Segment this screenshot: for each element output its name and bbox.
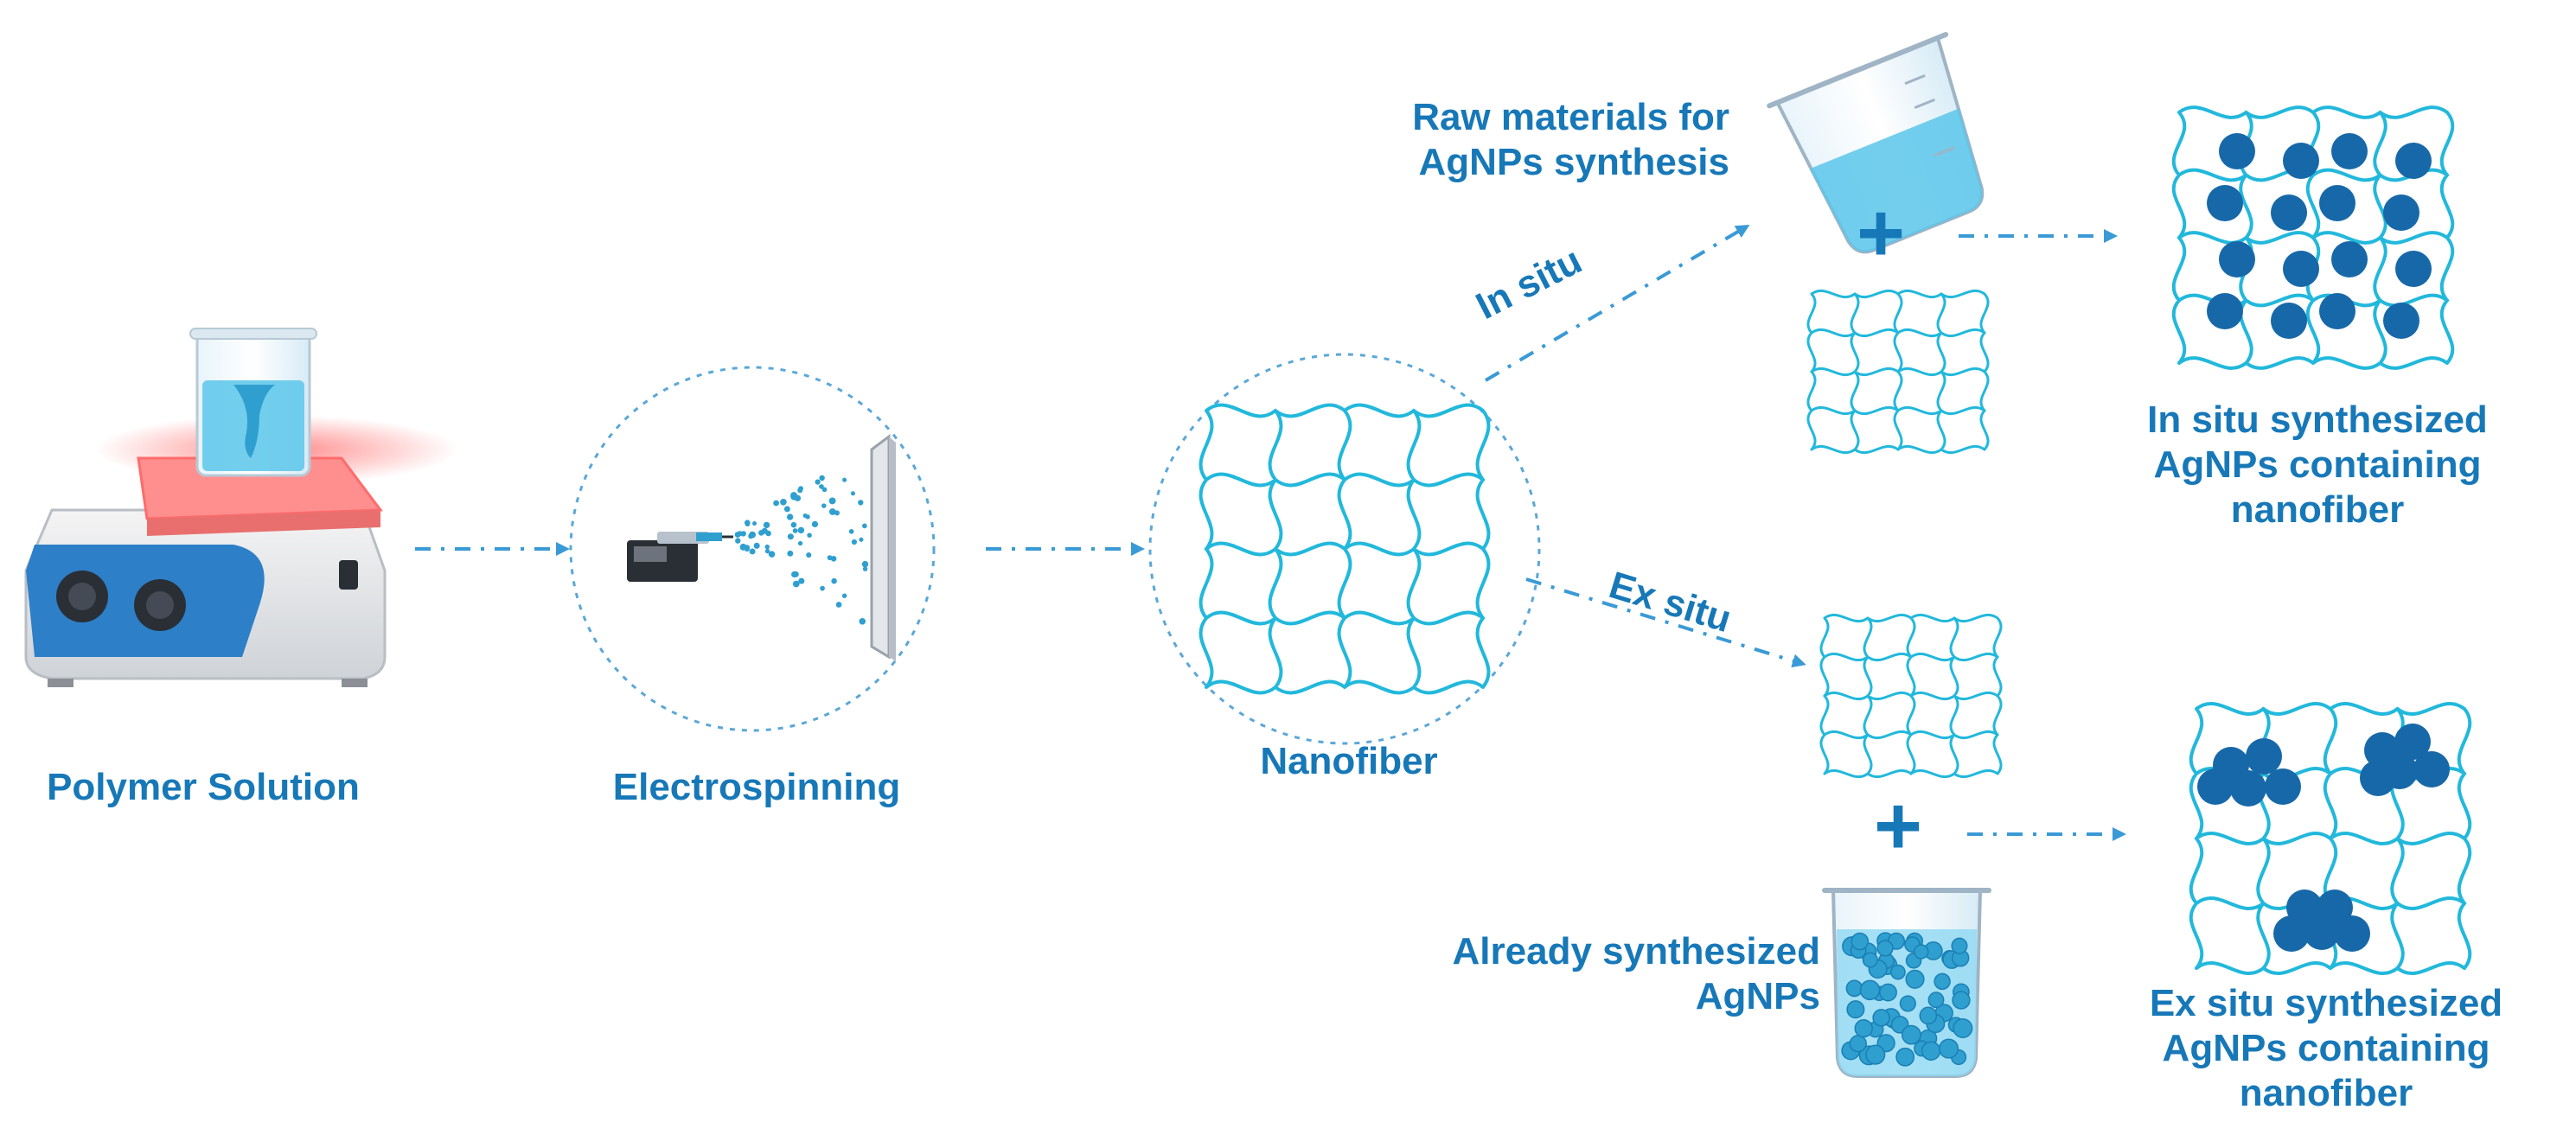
nanofiber-mesh-ex-situ-input: [1819, 613, 2003, 779]
agnp-particles-dispersed: [2207, 133, 2432, 339]
label-raw-materials-line2: AgNPs synthesis: [1418, 141, 1729, 183]
label-in-situ-result-line3: nanofiber: [2230, 488, 2405, 531]
agnp-particles-clustered: [2197, 724, 2450, 952]
plus-sign-in-situ: +: [1856, 187, 1906, 279]
nanofiber-mesh: [1199, 403, 1491, 695]
label-ex-situ-result-line2: AgNPs containing: [2162, 1027, 2490, 1069]
label-in-situ-result-line2: AgNPs containing: [2153, 443, 2482, 486]
label-polymer-solution: Polymer Solution: [47, 766, 360, 808]
label-in-situ-result: In situ synthesized AgNPs containing nan…: [2084, 398, 2551, 532]
label-in-situ-result-line1: In situ synthesized: [2147, 399, 2488, 441]
nanofiber-circle: [1148, 353, 1541, 745]
label-electrospinning: Electrospinning: [612, 766, 901, 808]
label-ex-situ-result-line3: nanofiber: [2239, 1072, 2413, 1114]
nanofiber-mesh-in-situ-result: [2171, 105, 2455, 370]
arrow-in-situ: [1484, 224, 1750, 382]
electrospinning-setup: [569, 366, 936, 732]
arrow-ex-situ: [1525, 577, 1806, 668]
syringe-pump-icon: [627, 532, 733, 582]
label-raw-materials-line1: Raw materials for: [1412, 96, 1729, 138]
nanoparticle-beaker-icon: [1822, 888, 1991, 1078]
nanofiber-mesh-in-situ-input: [1806, 289, 1990, 455]
label-ex-situ-result-line1: Ex situ synthesized: [2149, 982, 2503, 1024]
collector-plate-icon: [870, 434, 896, 661]
label-nanofiber: Nanofiber: [1260, 740, 1438, 782]
flow-arrows: [415, 224, 2126, 841]
plus-sign-ex-situ: +: [1873, 780, 1923, 872]
electrospray-jet: [734, 475, 869, 625]
label-already-synthesized-line2: AgNPs: [1695, 975, 1820, 1017]
hot-plate-stirrer-icon: [24, 328, 458, 687]
label-already-synthesized: Already synthesized AgNPs: [1323, 929, 1821, 1019]
pouring-beaker-icon: [1767, 31, 1985, 254]
label-ex-situ-result: Ex situ synthesized AgNPs containing nan…: [2093, 981, 2560, 1116]
label-already-synthesized-line1: Already synthesized: [1452, 930, 1821, 972]
label-raw-materials: Raw materials for AgNPs synthesis: [1297, 95, 1729, 185]
